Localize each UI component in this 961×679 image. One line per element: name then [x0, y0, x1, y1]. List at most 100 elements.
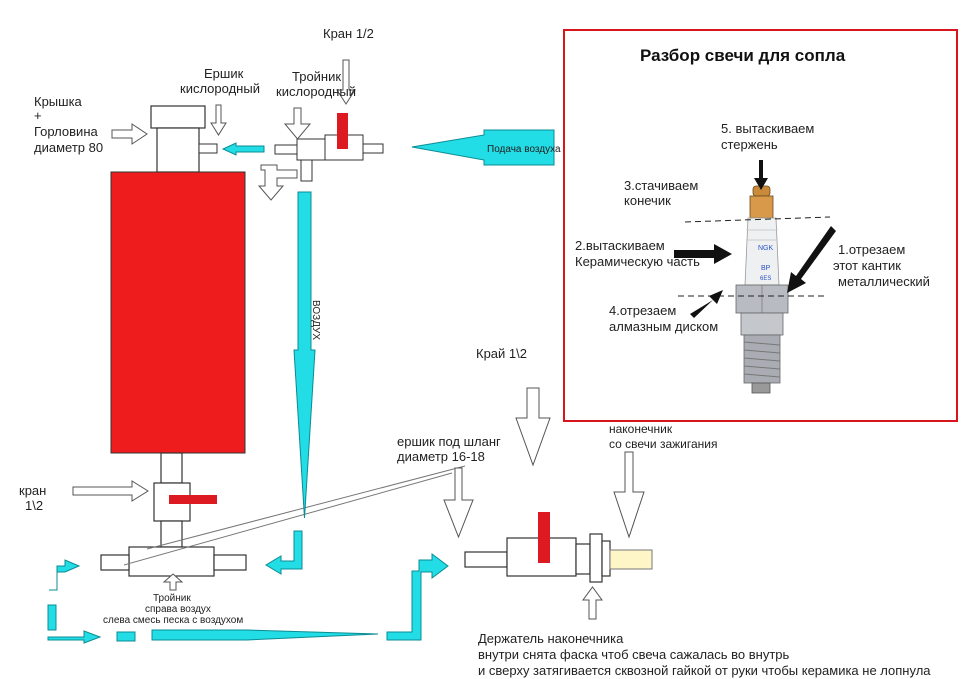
white-arrows — [72, 59, 645, 620]
tank-outlet-pipe — [160, 452, 183, 484]
thread-1 — [743, 341, 781, 346]
cut-line-top — [684, 216, 831, 223]
label-derzhatel-3: и сверху затягивается сквозной гайкой от… — [478, 663, 931, 678]
inset-step2-2: Керамическую часть — [575, 254, 700, 269]
label-kryshka-1: Крышка — [34, 94, 83, 109]
tee-bottom-port — [300, 159, 313, 182]
nozzle-assembly — [464, 512, 653, 583]
inset-step1-2: этот кантик — [833, 258, 901, 273]
arrow-kray — [515, 387, 551, 467]
return-dash-3 — [116, 631, 136, 642]
thread-2 — [743, 349, 781, 354]
air-down-arrow — [293, 191, 316, 519]
plug-electrode — [751, 382, 771, 394]
oxygen-barb-side — [198, 143, 218, 154]
inset-step4-1: 4.отрезаем — [609, 303, 676, 318]
label-ershik-shlang-2: диаметр 16-18 — [397, 449, 485, 464]
arrow-derzhatel — [582, 586, 603, 620]
plug-mark-3: 6ES — [760, 276, 771, 282]
plug-body — [740, 312, 784, 336]
label-derzhatel-1: Держатель наконечника — [478, 631, 624, 646]
bottom-valve-handle — [169, 495, 217, 504]
label-troynik-kislorodny-2: кислородный — [276, 84, 356, 99]
hose-line-2 — [146, 465, 466, 550]
inset-step5-1: 5. вытаскиваем — [721, 121, 814, 136]
hose-lines — [123, 465, 466, 566]
main-labels: Кран 1/2 Ершик кислородный Тройник кисло… — [19, 26, 931, 678]
sand-tank — [110, 171, 246, 454]
inset-step5-2: стержень — [721, 137, 778, 152]
label-troynik-bottom-2: справа воздух — [145, 604, 211, 615]
tank-neck — [156, 127, 200, 173]
label-troynik-bottom-1: Тройник — [153, 593, 191, 604]
inset-step2-1: 2.вытаскиваем — [575, 238, 665, 253]
plug-mark-2: BP — [761, 265, 771, 272]
return-elbow-left — [49, 559, 81, 591]
bottom-tee-left-port — [100, 554, 130, 571]
label-nakonechnik-1: наконечник — [609, 422, 673, 436]
tee-body — [296, 138, 326, 161]
label-troynik-bottom-3: слева смесь песка с воздухом — [103, 615, 243, 626]
label-ershik-shlang-1: ершик под шланг — [397, 434, 501, 449]
label-ershik-kislorodny-2: кислородный — [180, 81, 260, 96]
label-kryshka-3: Горловина — [34, 124, 98, 139]
air-supply-arrow — [411, 129, 555, 166]
label-kryshka-4: диаметр 80 — [34, 140, 103, 155]
holder-thread — [575, 543, 591, 575]
air-flow-arrows — [47, 129, 555, 644]
thread-4 — [743, 365, 781, 370]
label-kran-top: Кран 1/2 — [323, 26, 374, 41]
arrow-kran-left — [72, 480, 149, 502]
label-ershik-kislorodny-1: Ершик — [204, 66, 244, 81]
thread-3 — [743, 357, 781, 362]
oxygen-tee — [274, 113, 384, 182]
pointer-step1 — [787, 226, 836, 293]
return-dash-4 — [151, 629, 379, 641]
arrow-troynik-bottom — [162, 573, 184, 591]
tee-right-port — [362, 143, 384, 154]
tank-lid — [150, 105, 206, 129]
pointer-step5 — [754, 160, 768, 190]
arrow-troynik-kislorodny — [283, 107, 312, 140]
pointer-step4 — [690, 290, 723, 318]
return-dash-1 — [47, 604, 57, 631]
bottom-tee-right-port — [213, 554, 247, 571]
hose-line-1 — [123, 472, 453, 566]
arrow-nakonechnik — [613, 451, 645, 539]
spark-plug-drawing: NGK BP 6ES — [735, 185, 789, 394]
nozzle-hose-barb — [464, 551, 508, 568]
label-kran-left-2: 1\2 — [25, 498, 43, 513]
label-kray: Край 1\2 — [476, 346, 527, 361]
label-nakonechnik-2: со свечи зажигания — [609, 437, 717, 451]
thread-5 — [743, 373, 781, 378]
nozzle-valve-handle — [538, 512, 550, 563]
label-derzhatel-2: внутри снята фаска чтоб свеча сажалась в… — [478, 647, 790, 662]
tee-left-port — [274, 144, 298, 155]
inset-step4-2: алмазным диском — [609, 319, 718, 334]
inset-step1-1: 1.отрезаем — [838, 242, 905, 257]
inset-step3-1: 3.стачиваем — [624, 178, 698, 193]
label-podacha-vozduha: Подача воздуха — [487, 144, 561, 155]
spark-plug-inset: Разбор свечи для сопла NGK BP 6ES — [563, 29, 958, 422]
return-dash-2 — [47, 630, 102, 644]
arrow-ershik-kislorodny — [210, 104, 227, 136]
label-kran-left-1: кран — [19, 483, 46, 498]
arrow-kran-top — [336, 59, 356, 105]
arrow-tee-elbow — [257, 164, 298, 201]
spark-plug-nozzle — [609, 549, 653, 570]
inset-title: Разбор свечи для сопла — [640, 46, 846, 65]
plug-mark-1: NGK — [758, 245, 774, 252]
air-to-tee-elbow — [265, 530, 303, 575]
holder-collar — [601, 540, 611, 577]
arrow-kryshka — [111, 123, 148, 145]
inset-step3-2: конечик — [624, 193, 671, 208]
inset-step1-3: металлический — [838, 274, 930, 289]
plug-terminal-stem — [749, 195, 774, 219]
tank-assembly — [100, 105, 247, 577]
pointer-step2 — [674, 244, 732, 264]
label-vozduh: ВОЗДУХ — [310, 300, 321, 340]
label-troynik-kislorodny-1: Тройник — [292, 69, 341, 84]
label-kryshka-2: + — [34, 108, 42, 123]
tee-valve-handle — [337, 113, 348, 149]
